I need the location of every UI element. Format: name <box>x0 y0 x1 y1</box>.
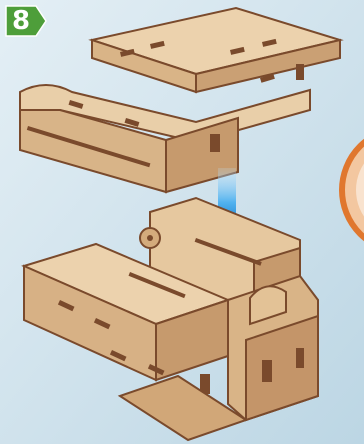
step-number: 8 <box>6 4 36 38</box>
